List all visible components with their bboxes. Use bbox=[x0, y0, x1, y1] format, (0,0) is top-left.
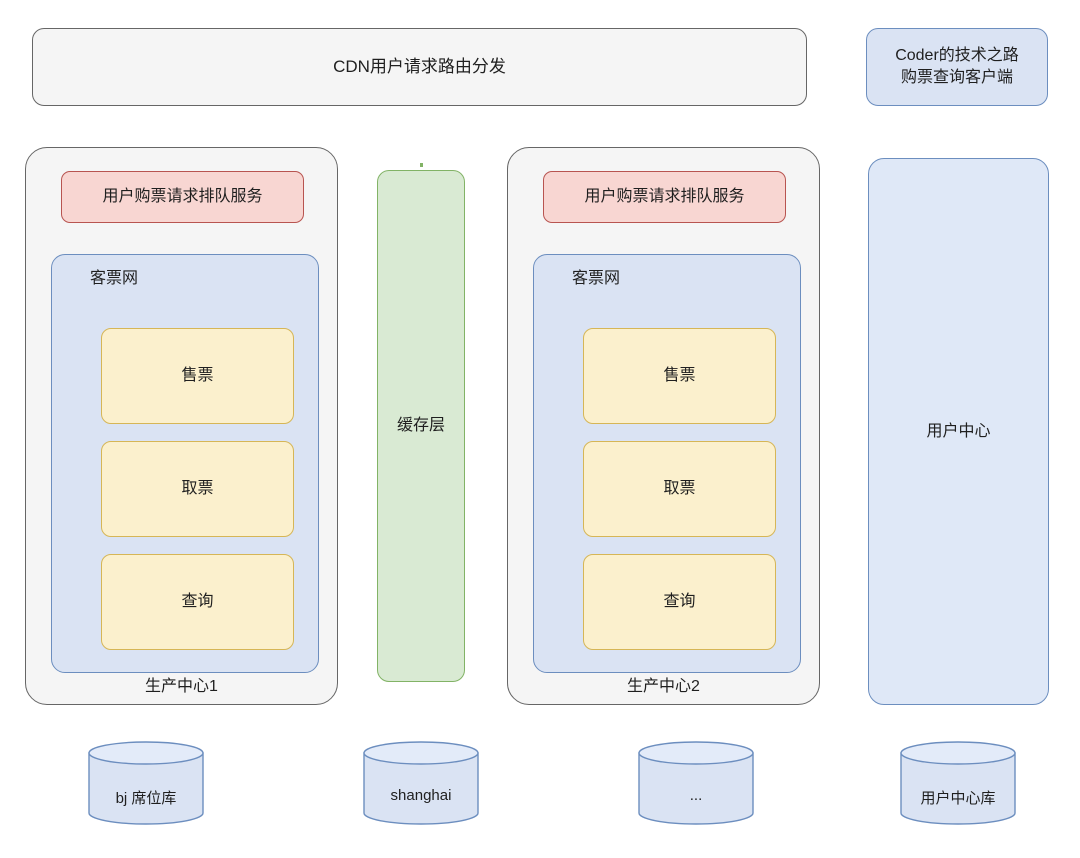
user-center-label: 用户中心 bbox=[926, 422, 991, 440]
cache-layer-box: 缓存层 bbox=[377, 170, 465, 682]
queue-service-box-1: 用户购票请求排队服务 bbox=[61, 171, 304, 223]
cdn-routing-banner-label: CDN用户请求路由分发 bbox=[333, 56, 506, 76]
service-label-collect-1: 取票 bbox=[181, 480, 214, 498]
database-icon bbox=[638, 741, 754, 825]
service-box-query-1: 查询 bbox=[101, 554, 294, 650]
production-center-1-label: 生产中心1 bbox=[145, 678, 218, 696]
client-box: Coder的技术之路 购票查询客户端 bbox=[866, 28, 1048, 106]
service-box-sell-1: 售票 bbox=[101, 328, 294, 424]
client-box-line2: 购票查询客户端 bbox=[900, 69, 1013, 86]
database-cylinder-shanghai: shanghai bbox=[363, 741, 479, 825]
database-icon bbox=[363, 741, 479, 825]
cache-layer-label: 缓存层 bbox=[394, 411, 447, 441]
service-label-sell-2: 售票 bbox=[663, 367, 696, 385]
ticket-net-label-1: 客票网 bbox=[90, 270, 139, 287]
service-box-query-2: 查询 bbox=[583, 554, 776, 650]
database-cylinder-more: ... bbox=[638, 741, 754, 825]
service-box-sell-2: 售票 bbox=[583, 328, 776, 424]
ticket-net-box-2: 客票网 售票 取票 查询 bbox=[533, 254, 801, 673]
database-cylinder-user-center: 用户中心库 bbox=[900, 741, 1016, 825]
queue-service-label-1: 用户购票请求排队服务 bbox=[102, 188, 263, 206]
cdn-routing-banner: CDN用户请求路由分发 bbox=[32, 28, 807, 106]
database-cylinder-bj: bj 席位库 bbox=[88, 741, 204, 825]
client-box-line1: Coder的技术之路 bbox=[895, 47, 1019, 65]
ticket-net-label-2: 客票网 bbox=[572, 270, 621, 287]
production-center-1: 用户购票请求排队服务 客票网 售票 取票 查询 生产中心1 bbox=[25, 147, 338, 705]
database-icon bbox=[88, 741, 204, 825]
service-label-collect-2: 取票 bbox=[663, 480, 696, 498]
service-label-query-2: 查询 bbox=[663, 593, 696, 611]
user-center-box: 用户中心 bbox=[868, 158, 1049, 705]
service-box-collect-1: 取票 bbox=[101, 441, 294, 537]
database-label-user-center: 用户中心库 bbox=[920, 790, 996, 807]
service-label-query-1: 查询 bbox=[181, 593, 214, 611]
database-label-shanghai: shanghai bbox=[390, 787, 452, 804]
queue-service-box-2: 用户购票请求排队服务 bbox=[543, 171, 786, 223]
production-center-2-label: 生产中心2 bbox=[627, 678, 700, 696]
queue-service-label-2: 用户购票请求排队服务 bbox=[584, 188, 745, 206]
database-label-more: ... bbox=[689, 787, 703, 804]
production-center-2: 用户购票请求排队服务 客票网 售票 取票 查询 生产中心2 bbox=[507, 147, 820, 705]
service-label-sell-1: 售票 bbox=[181, 367, 214, 385]
database-icon bbox=[900, 741, 1016, 825]
database-label-bj: bj 席位库 bbox=[115, 790, 177, 807]
ticket-net-box-1: 客票网 售票 取票 查询 bbox=[51, 254, 319, 673]
service-box-collect-2: 取票 bbox=[583, 441, 776, 537]
